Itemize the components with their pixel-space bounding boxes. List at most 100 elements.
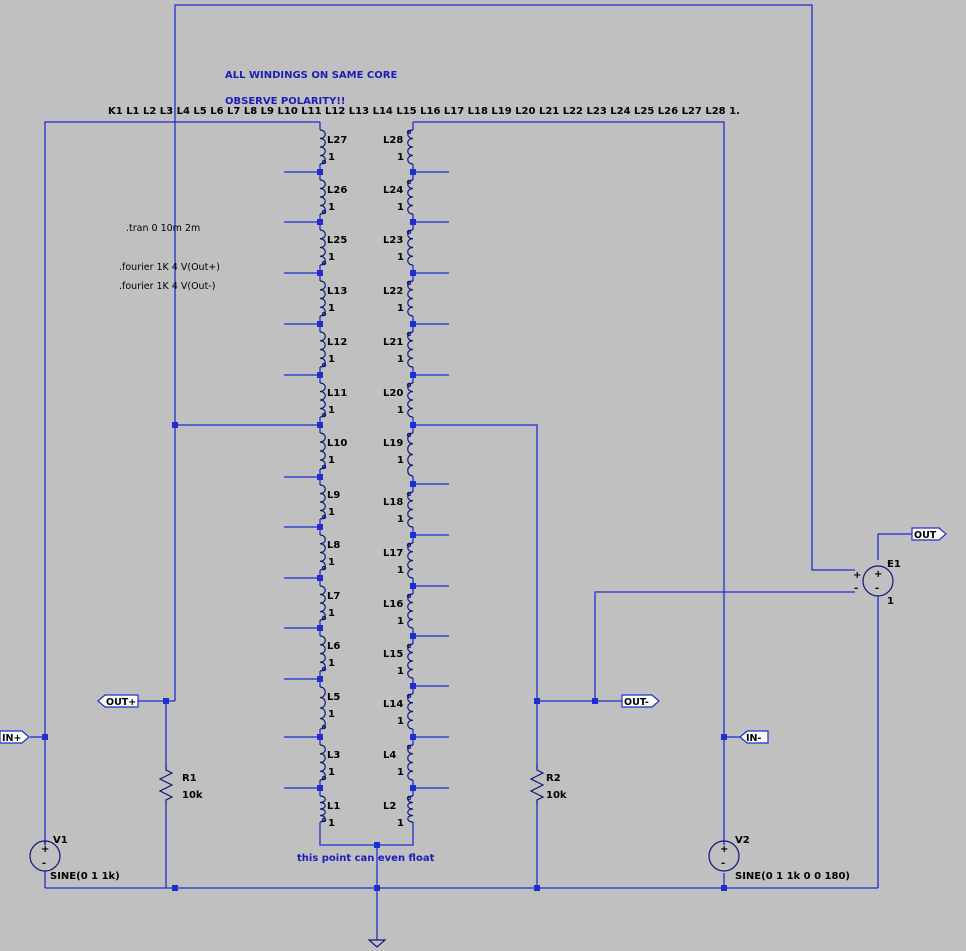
note-windings[interactable]: ALL WINDINGS ON SAME CORE (225, 70, 397, 81)
inductor-value: 1 (328, 303, 335, 314)
polarity-dot-icon (406, 693, 412, 699)
inductor-l1[interactable]: L11 (319, 788, 340, 830)
v1-name: V1 (53, 835, 68, 846)
inductor-l26[interactable]: L26 1 (319, 172, 347, 222)
polarity-dot-icon (406, 491, 412, 497)
e1-plus-sign: + (874, 569, 882, 580)
inductor-value: 1 (328, 252, 335, 263)
tap-junction (317, 524, 323, 530)
flag-in-plus[interactable]: IN+ (0, 730, 30, 744)
inductor-name: L25 (327, 235, 347, 246)
v2-minus-sign: - (721, 858, 725, 869)
inductor-name: L21 (383, 337, 403, 348)
tap-junction (317, 734, 323, 740)
inductor-l8[interactable]: L81 (319, 527, 340, 578)
inductor-name: L15 (383, 649, 403, 660)
inductor-l5[interactable]: L51 (319, 679, 340, 737)
polarity-dot-icon (321, 615, 327, 621)
inductor-value: 1 (397, 405, 404, 416)
polarity-dot-icon (321, 817, 327, 823)
flag-in-minus[interactable]: IN- (739, 730, 769, 744)
flag-out-minus-label: OUT- (624, 697, 649, 708)
inductor-l9[interactable]: L91 (319, 477, 340, 527)
note-polarity[interactable]: OBSERVE POLARITY!! (225, 96, 345, 107)
inductor-l3[interactable]: L31 (319, 737, 340, 788)
inductor-name: L10 (327, 438, 347, 449)
inductor-value: 1 (328, 557, 335, 568)
flag-out-plus[interactable]: OUT+ (97, 694, 139, 708)
polarity-dot-icon (406, 179, 412, 185)
polarity-dot-icon (321, 311, 327, 317)
inductor-name: L19 (383, 438, 403, 449)
inductor-name: L26 (327, 185, 347, 196)
polarity-dot-icon (406, 795, 412, 801)
polarity-dot-icon (406, 280, 412, 286)
resistor-r2[interactable]: R2 10k (529, 765, 567, 805)
inductor-name: L23 (383, 235, 403, 246)
fourier-out-plus-directive[interactable]: .fourier 1K 4 V(Out+) (119, 262, 220, 273)
v2-value: SINE(0 1 1k 0 0 180) (735, 871, 850, 882)
inductor-name: L18 (383, 497, 403, 508)
inductor-l7[interactable]: L71 (319, 578, 340, 628)
polarity-dot-icon (406, 229, 412, 235)
inductor-name: L16 (383, 599, 403, 610)
left-winding-stack: L271L261L251L131L121L111L101L91L81L71L61… (284, 122, 347, 830)
inductor-value: 1 (397, 303, 404, 314)
inductor-name: L11 (327, 388, 347, 399)
tap-junction (317, 270, 323, 276)
polarity-dot-icon (406, 129, 412, 135)
coupling-directive[interactable]: K1 L1 L2 L3 L4 L5 L6 L7 L8 L9 L10 L11 L1… (108, 106, 740, 117)
polarity-dot-icon (321, 724, 327, 730)
tap-junction (410, 372, 416, 378)
inductor-name: L6 (327, 641, 340, 652)
tap-junction (410, 169, 416, 175)
inductor-l6[interactable]: L61 (319, 628, 340, 679)
flag-out-label: OUT (914, 530, 937, 541)
voltage-source-v1[interactable]: + - V1 SINE(0 1 1k) (29, 835, 120, 882)
inductor-value: 1 (397, 767, 404, 778)
polarity-dot-icon (406, 331, 412, 337)
tran-directive[interactable]: .tran 0 10m 2m (126, 223, 200, 234)
vcvs-e1[interactable]: + - + - E1 1 (853, 559, 901, 607)
inductor-l2[interactable]: L21 (383, 788, 414, 830)
inductor-value: 1 (328, 405, 335, 416)
inductor-name: L1 (327, 801, 340, 812)
inductor-value: 1 (397, 202, 404, 213)
inductor-value: 1 (397, 565, 404, 576)
inductor-value: 1 (328, 202, 335, 213)
inductor-l25[interactable]: L25 1 (319, 222, 347, 273)
note-float[interactable]: this point can even float (297, 853, 435, 864)
inductor-l4[interactable]: L41 (383, 737, 414, 788)
e1-input-plus-sign: + (853, 570, 861, 581)
v1-value: SINE(0 1 1k) (50, 871, 120, 882)
inductor-value: 1 (397, 455, 404, 466)
flag-out[interactable]: OUT (911, 527, 947, 541)
resistor-r1[interactable]: R1 10k (158, 765, 203, 805)
voltage-source-v2[interactable]: + - V2 SINE(0 1 1k 0 0 180) (708, 835, 850, 882)
v2-plus-sign: + (720, 844, 728, 855)
inductor-value: 1 (328, 354, 335, 365)
polarity-dot-icon (321, 159, 327, 165)
v1-minus-sign: - (42, 858, 46, 869)
inductor-l19[interactable]: L19 1 (383, 425, 414, 484)
inductor-l11[interactable]: L11 1 (319, 375, 347, 425)
inductor-name: L3 (327, 750, 340, 761)
flag-out-minus[interactable]: OUT- (621, 694, 660, 708)
polarity-dot-icon (406, 744, 412, 750)
fourier-out-minus-directive[interactable]: .fourier 1K 4 V(Out-) (119, 281, 215, 292)
